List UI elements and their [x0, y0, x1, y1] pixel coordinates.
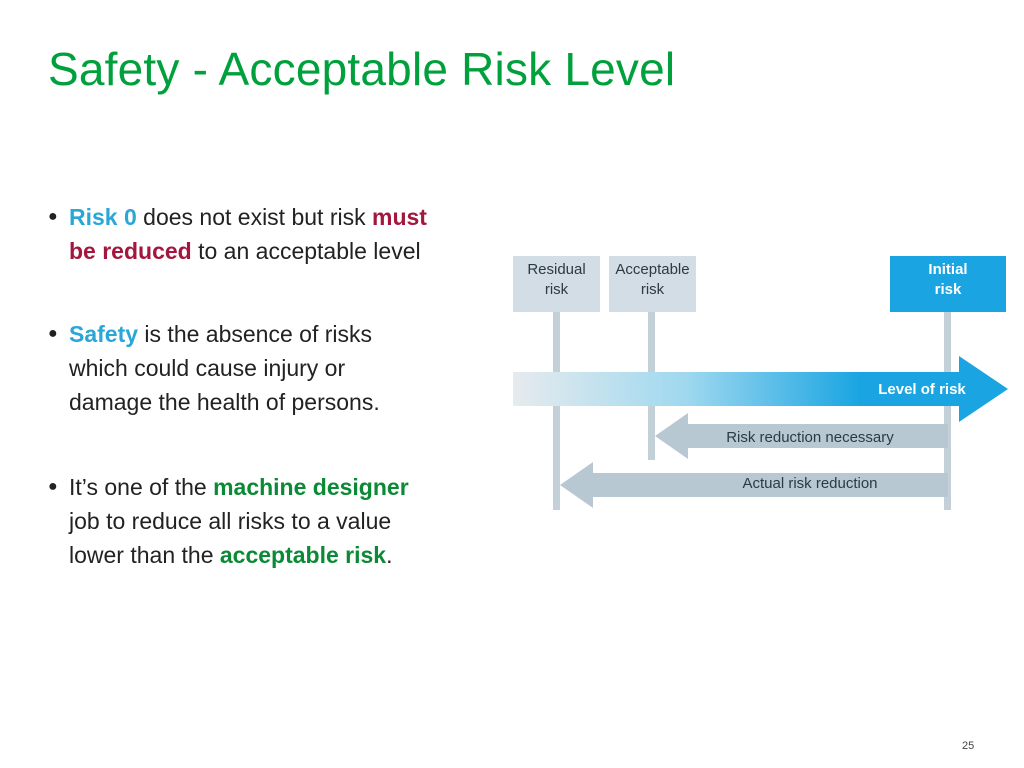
bullet-text-risk-zero: Risk 0 [69, 204, 137, 230]
bullet-text: does not exist but risk [136, 204, 372, 230]
residual-risk-box: Residual risk [513, 256, 600, 312]
residual-risk-label-line2: risk [545, 281, 569, 298]
initial-vertical-line [944, 312, 951, 510]
bullet-text: It’s one of the [69, 474, 214, 500]
bullet-text: damage the health of persons. [69, 389, 380, 415]
residual-vertical-line [553, 312, 560, 510]
bullet-safety: ● Safety is the absence of risks which co… [48, 317, 518, 419]
bullet-text: lower than the [69, 542, 220, 568]
bullet-text: job to reduce all risks to a value [69, 508, 392, 534]
bullet-text-must: must [372, 204, 427, 230]
acceptable-risk-box: Acceptable risk [609, 256, 696, 312]
risk-reduction-necessary-arrow: Risk reduction necessary [655, 413, 948, 459]
page-number: 25 [962, 740, 975, 752]
bullet-dot: ● [48, 478, 58, 495]
bullet-text: to an acceptable level [191, 238, 421, 264]
bullet-text-safety: Safety [69, 321, 139, 347]
residual-risk-label-line1: Residual [527, 261, 585, 278]
bullet-text-machine-designer: machine designer [213, 474, 409, 500]
acceptable-risk-label-line2: risk [641, 281, 665, 298]
initial-risk-label-line1: Initial [928, 261, 967, 278]
risk-reduction-necessary-label: Risk reduction necessary [726, 429, 894, 446]
initial-risk-box: Initial risk [890, 256, 1006, 312]
actual-risk-reduction-arrow: Actual risk reduction [560, 462, 948, 508]
bullet-list: ● Risk 0 does not exist but risk must be … [48, 200, 518, 618]
bullet-text-acceptable-risk: acceptable risk [219, 542, 387, 568]
acceptable-risk-label-line1: Acceptable [615, 261, 689, 278]
actual-risk-reduction-label: Actual risk reduction [742, 475, 877, 492]
bullet-machine-designer: ● It’s one of the machine designer job to… [48, 470, 518, 572]
bullet-risk-zero: ● Risk 0 does not exist but risk must be … [48, 200, 518, 268]
bullet-text-be-reduced: be reduced [69, 238, 192, 264]
level-of-risk-arrow: Level of risk [513, 356, 1008, 422]
bullet-text: . [386, 542, 393, 568]
risk-level-diagram: Residual risk Acceptable risk Initial ri… [513, 256, 1008, 510]
level-of-risk-label: Level of risk [878, 381, 966, 398]
bullet-text: which could cause injury or [69, 355, 346, 381]
initial-risk-label-line2: risk [935, 281, 962, 298]
bullet-dot: ● [48, 208, 58, 225]
slide-title: Safety - Acceptable Risk Level [48, 43, 676, 95]
bullet-dot: ● [48, 325, 58, 342]
bullet-text: is the absence of risks [138, 321, 372, 347]
